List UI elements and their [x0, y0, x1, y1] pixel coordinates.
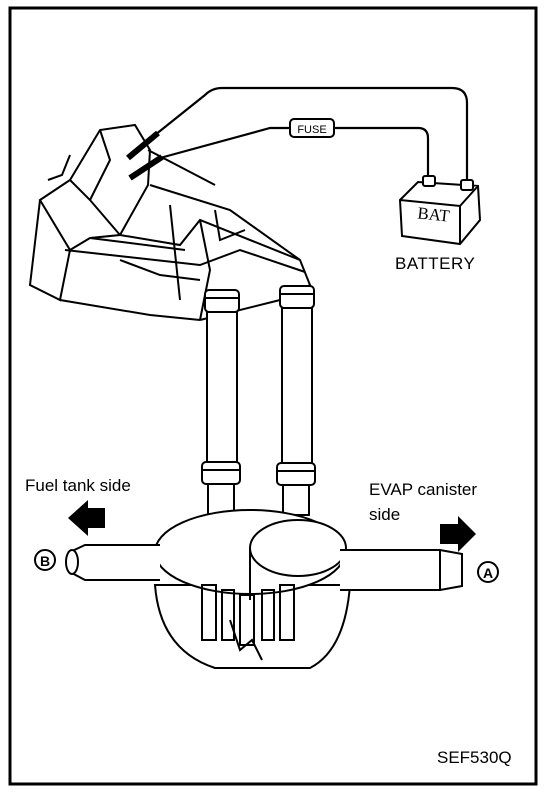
- pipe-evap-canister-side: [340, 549, 463, 591]
- port-a-marker: A: [477, 561, 499, 583]
- bat-label: BAT: [417, 203, 452, 225]
- hose-right: [276, 285, 316, 516]
- wire-fuse-to-battery: [333, 126, 430, 178]
- wiring-harness: [154, 86, 469, 180]
- wire-to-fuse: [159, 126, 292, 160]
- fuse-icon: [289, 118, 335, 138]
- figure-code: SEF530Q: [437, 748, 512, 767]
- battery-label: BATTERY: [395, 254, 476, 273]
- port-b-marker: B: [34, 549, 56, 571]
- port-a-label: A: [483, 565, 493, 581]
- probe-leads: [126, 130, 164, 181]
- vent-control-valve: [28, 123, 312, 321]
- arrow-right-icon: [440, 516, 476, 552]
- port-b-label: B: [40, 553, 50, 569]
- fuse-label: FUSE: [297, 124, 326, 136]
- wire-to-battery-positive: [154, 86, 469, 180]
- evap-side-label: side: [369, 505, 401, 524]
- arrow-left-icon: [68, 500, 105, 536]
- fuel-tank-side-label: Fuel tank side: [25, 476, 131, 495]
- evap-canister-label: EVAP canister: [369, 480, 478, 499]
- battery-icon: [398, 175, 482, 246]
- pipe-fuel-tank-side: [65, 544, 160, 581]
- figure-border: [8, 6, 538, 786]
- valve-internal-terminals: [201, 584, 295, 661]
- hose-left: [201, 289, 241, 515]
